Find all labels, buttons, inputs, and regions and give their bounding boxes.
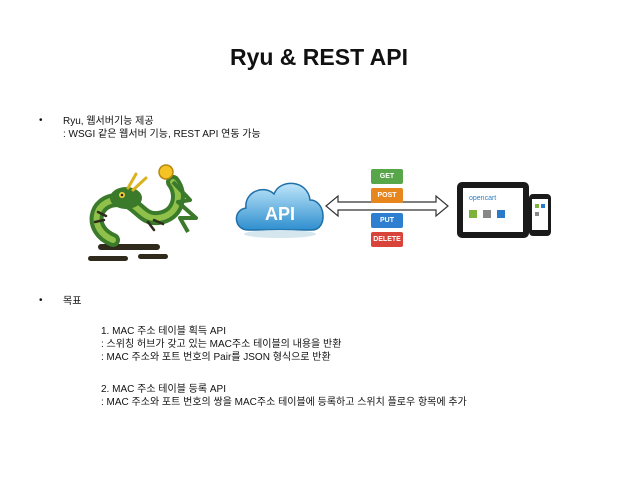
dragon-illustration [88, 164, 198, 261]
devices-illustration: opencart [457, 182, 551, 238]
method-delete: DELETE [371, 232, 403, 247]
bullet-line: Ryu, 웹서버기능 제공 [63, 116, 154, 127]
bullet-text: 목표 [63, 295, 81, 308]
api-cloud-icon: API [235, 182, 324, 238]
method-put: PUT [371, 213, 403, 228]
double-arrow-icon [325, 194, 449, 218]
method-get: GET [371, 169, 403, 184]
goal-item: 2. MAC 주소 테이블 등록 API : MAC 주소와 포트 번호의 쌍을… [101, 383, 467, 409]
bullet-line: : WSGI 같은 웹서버 기능, REST API 연동 가능 [63, 129, 261, 140]
cloud-label: API [265, 204, 295, 224]
bullet-symbol: • [39, 295, 43, 306]
method-post: POST [371, 188, 403, 203]
goal-line: : MAC 주소와 포트 번호의 Pair를 JSON 형식으로 반환 [101, 352, 331, 363]
device-logo: opencart [469, 195, 496, 202]
goal-item: 1. MAC 주소 테이블 획득 API : 스위칭 허브가 갖고 있는 MAC… [101, 325, 341, 364]
goal-line: : 스위칭 허브가 갖고 있는 MAC주소 테이블의 내용을 반환 [101, 339, 342, 350]
bullet-symbol: • [39, 115, 43, 126]
goal-heading: 1. MAC 주소 테이블 획득 API [101, 326, 226, 337]
bullet-line: 목표 [63, 296, 82, 307]
bullet-text: Ryu, 웹서버기능 제공 : WSGI 같은 웹서버 기능, REST API… [63, 115, 261, 141]
goal-line: : MAC 주소와 포트 번호의 쌍을 MAC주소 테이블에 등록하고 스위치 … [101, 397, 467, 408]
http-methods: GET POST PUT DELETE [371, 169, 403, 251]
goal-heading: 2. MAC 주소 테이블 등록 API [101, 384, 226, 395]
slide-title: Ryu & REST API [229, 44, 409, 70]
